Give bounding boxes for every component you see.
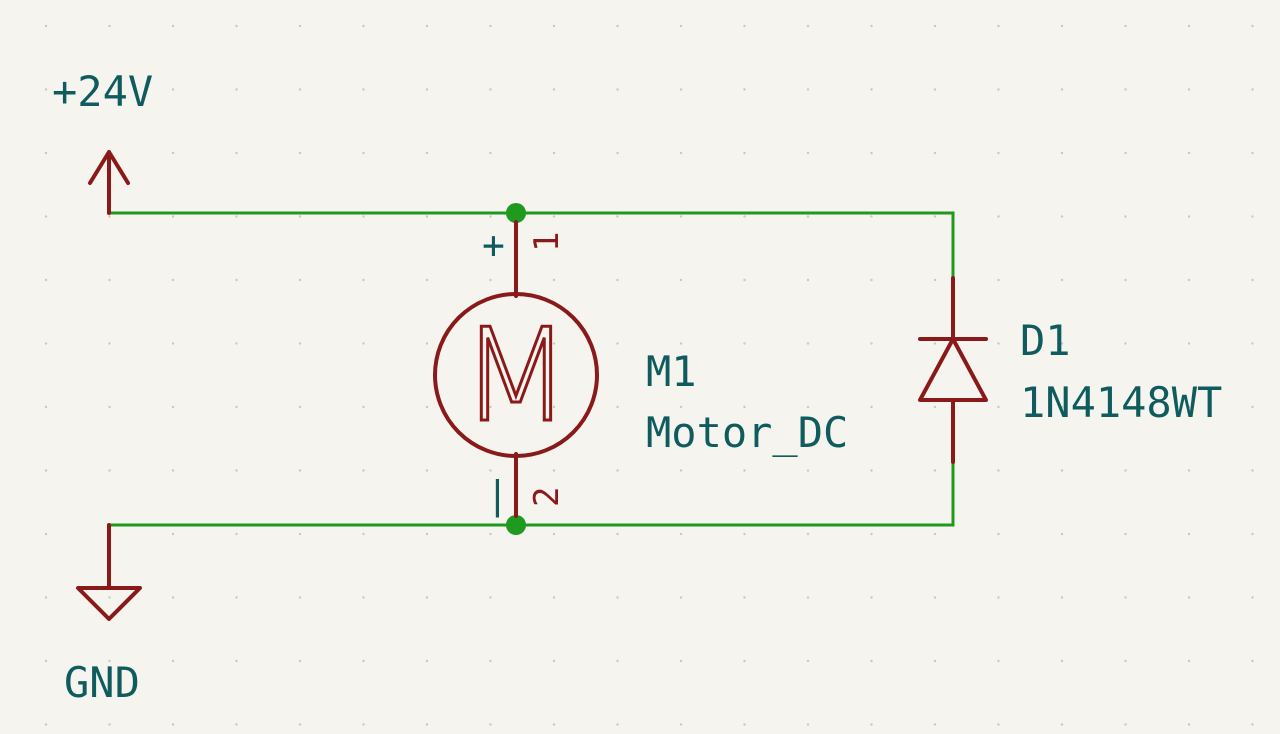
power-label: +24V [52,67,153,116]
ground-label: GND [64,658,140,707]
power-symbol-24v[interactable] [88,150,130,215]
motor-pin1-number: 1 [527,232,567,252]
junction-bottom[interactable] [506,515,526,535]
motor-polarity-mark: + [482,223,505,267]
motor-reference: M1 [646,347,697,396]
junction-top[interactable] [506,203,526,223]
diode-d1[interactable] [918,276,988,464]
motor-symbol-letter: M [461,302,571,451]
motor-value: Motor_DC [646,408,848,457]
motor-pin2-number: 2 [527,487,567,507]
power-arrow-icon [88,150,130,215]
wire-top[interactable] [107,211,955,280]
motor-minus-mark: | [486,473,509,518]
diode-reference: D1 [1020,316,1071,365]
diode-value: 1N4148WT [1020,378,1222,427]
ground-symbol[interactable] [76,523,142,621]
ground-icon [76,523,142,621]
motor-m1[interactable]: M + | 1 2 [433,220,599,518]
